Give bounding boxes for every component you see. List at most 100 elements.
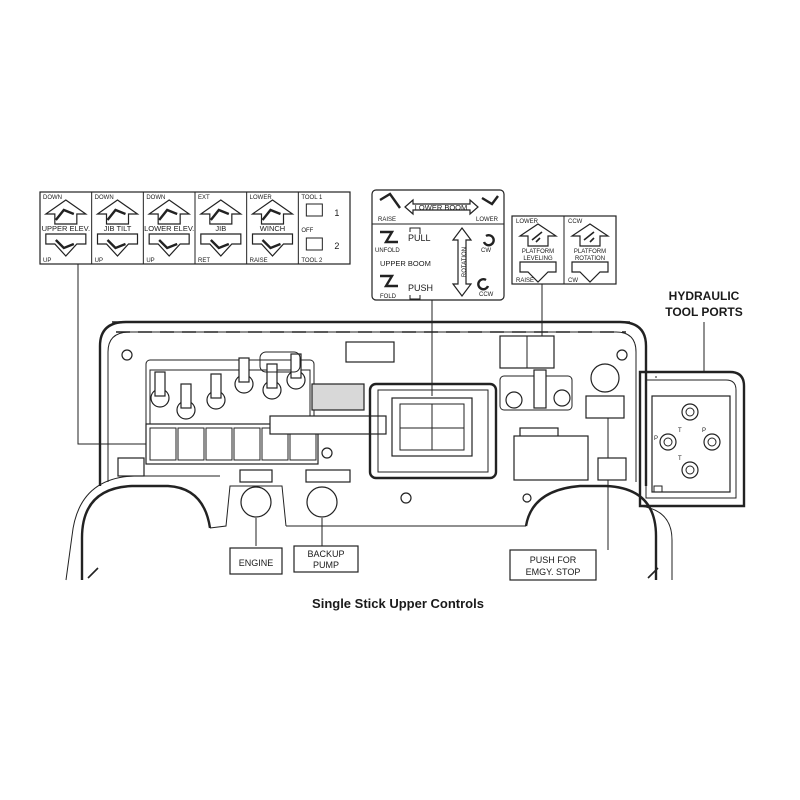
cell-function-label: OFF (301, 228, 313, 234)
boom-down-icon (158, 239, 178, 250)
down-arrow-icon (148, 233, 190, 257)
cell-top-label: DOWN (95, 195, 114, 201)
double-arrow-icon (404, 198, 479, 216)
boom-up-icon (209, 208, 230, 221)
cell-top-label: DOWN (43, 195, 62, 201)
cell-top-label: LOWER (250, 195, 273, 201)
control-decal-3: LOWER CCW PLATFORM LEVELING PLATFORM ROT… (511, 215, 617, 285)
joystick-housing (368, 382, 498, 480)
fold-label: FOLD (380, 294, 397, 300)
port-fitting (659, 433, 677, 451)
cell-top-label: DOWN (146, 195, 165, 201)
mounting-hole (522, 493, 532, 503)
ccw-label: CCW (479, 292, 494, 298)
platform-rotation-label-1: PLATFORM (574, 249, 606, 255)
lever-stem (266, 363, 278, 389)
cell-bottom-label: RAISE (250, 258, 268, 264)
cw-label: CW (481, 248, 491, 254)
label-plate (585, 395, 625, 419)
backup-pump-label-2: PUMP (313, 560, 339, 570)
rotation-label: ROTATION (462, 247, 468, 277)
port-fitting (681, 403, 699, 421)
hydraulic-tool-ports-label: HYDRAULIC TOOL PORTS (665, 289, 743, 319)
backup-pump-label-1: BACKUP (307, 549, 344, 559)
valve-section (233, 427, 261, 461)
cell-bottom-label: UP (146, 258, 154, 264)
tool-number: 2 (334, 241, 339, 251)
push-label: PUSH (408, 283, 433, 293)
tool-number: 1 (334, 208, 339, 218)
platform-leveling-label-2: LEVELING (523, 256, 553, 262)
valve-block (311, 383, 365, 411)
lever-stem (290, 353, 302, 379)
mounting-hole (121, 349, 133, 361)
rotation-ccw-label: CCW (568, 219, 583, 225)
port-fitting (681, 461, 699, 479)
mounting-hole (616, 349, 628, 361)
control-decal-2: LOWER BOOM RAISE LOWER PULL UNFOLD UPPER… (371, 189, 505, 301)
lever-stem (180, 383, 192, 409)
emergency-stop-label-1: PUSH FOR (530, 555, 577, 565)
lower-boom-label: LOWER BOOM (415, 203, 468, 212)
engine-button (240, 486, 272, 518)
diagram-caption: Single Stick Upper Controls (312, 596, 484, 611)
push-buttons (239, 469, 351, 518)
cw-icon (482, 234, 495, 247)
platform-leveling-label-1: PLATFORM (522, 249, 554, 255)
emergency-stop-label-box: PUSH FOR EMGY. STOP (509, 549, 597, 581)
port-letter: P (702, 428, 706, 434)
cell-function-label: JIB (215, 224, 226, 233)
cell-function-label: LOWER ELEV. (144, 224, 194, 233)
cell-bottom-label: UP (95, 258, 103, 264)
down-arrow-icon (200, 233, 242, 257)
boom-raise-icon (379, 192, 401, 209)
link-bar (269, 415, 387, 435)
port-letter: T (678, 456, 682, 462)
leader-lines (77, 264, 705, 550)
valve-section (177, 427, 205, 461)
boom-down-icon (54, 239, 75, 250)
boom-up-icon (54, 208, 75, 221)
hydraulic-port-box: P T P T (638, 370, 746, 508)
mounting-hole (400, 492, 412, 504)
lever-stem (210, 373, 222, 399)
cell-function-label: UPPER ELEV. (42, 224, 91, 233)
tool-icon (305, 237, 323, 251)
upper-boom-label: UPPER BOOM (380, 259, 431, 268)
cell-bottom-label: UP (43, 258, 51, 264)
valve-section (205, 427, 233, 461)
boom-up-icon (158, 208, 178, 221)
port-letter: P (654, 436, 658, 442)
label-plate (345, 341, 395, 363)
cell-bottom-label: TOOL 2 (301, 258, 323, 264)
lever-stem (154, 371, 166, 397)
raise-label: RAISE (378, 217, 396, 223)
lower-label: LOWER (476, 217, 499, 223)
leveling-lower-label: LOWER (516, 219, 539, 225)
fold-icon (380, 274, 398, 288)
lever-stem (238, 357, 250, 383)
gauge-dial (590, 363, 620, 393)
down-arrow-icon (45, 233, 87, 257)
engine-label: ENGINE (239, 558, 274, 568)
platform-rotation-label-2: ROTATION (575, 256, 605, 262)
boom-up-icon (261, 208, 281, 221)
backup-pump-button (306, 486, 338, 518)
rotation-arrow-icon (451, 227, 473, 297)
cell-function-label: WINCH (260, 224, 285, 233)
cell-top-label: TOOL 1 (301, 195, 323, 201)
port-letter: T (678, 428, 682, 434)
down-arrow-icon (251, 233, 294, 257)
boom-down-icon (106, 239, 126, 250)
control-box-housing (98, 320, 648, 504)
mounting-hole (321, 447, 333, 459)
boom-up-icon (106, 208, 126, 221)
rotation-cw-label: CW (568, 278, 578, 284)
label-plate (117, 457, 145, 477)
lower-frame (65, 475, 673, 581)
boom-lower-icon (481, 195, 499, 206)
label-plate (597, 457, 627, 481)
valve-bank (145, 351, 387, 465)
